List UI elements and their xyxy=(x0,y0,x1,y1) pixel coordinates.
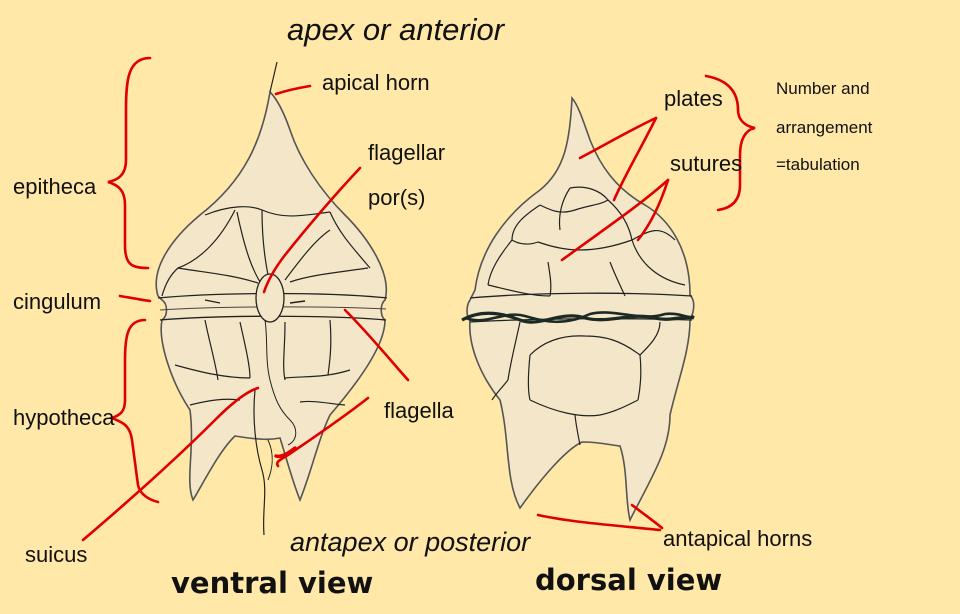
flagella-label: flagella xyxy=(384,398,454,423)
tabulation-label: =tabulation xyxy=(776,155,860,174)
antapex-title: antapex or posterior xyxy=(290,527,531,557)
cingulum-label: cingulum xyxy=(13,289,102,314)
dorsal-cell xyxy=(461,95,695,523)
annotations xyxy=(81,56,756,542)
cingulum-pointer xyxy=(118,294,152,303)
sutures-label: sutures xyxy=(670,151,743,176)
arrangement-label: arrangement xyxy=(776,118,873,137)
sutures-pointer xyxy=(560,178,670,262)
antapical-horns-label: antapical horns xyxy=(663,526,813,551)
epitheca-label: epitheca xyxy=(13,174,97,199)
apical-horn-label: apical horn xyxy=(322,70,430,95)
number-and-label: Number and xyxy=(776,79,870,98)
tabulation-brace xyxy=(704,74,756,212)
apical-horn-pointer xyxy=(274,84,312,96)
flagellar-pore-pointer xyxy=(262,166,362,294)
hypotheca-brace xyxy=(108,318,160,504)
plates-pointer xyxy=(578,116,658,160)
pores-label: por(s) xyxy=(368,185,426,210)
flagella-lower-pointer xyxy=(275,396,370,468)
hypotheca-label: hypotheca xyxy=(13,405,115,430)
apex-title: apex or anterior xyxy=(287,12,505,47)
dorsal-view-label: dorsal view xyxy=(535,563,723,597)
dorsal-cell-outline xyxy=(466,95,695,523)
ventral-view-label: ventral view xyxy=(171,566,374,600)
antapical-horns-pointer xyxy=(536,513,662,532)
sulcus-pointer xyxy=(81,386,260,542)
ventral-cell xyxy=(155,61,388,536)
epitheca-brace xyxy=(107,56,152,270)
flagella-pointer xyxy=(343,308,410,382)
sulcus-label: suicus xyxy=(25,542,88,567)
plates-label: plates xyxy=(664,86,723,111)
flagellar-label: flagellar xyxy=(368,140,446,165)
